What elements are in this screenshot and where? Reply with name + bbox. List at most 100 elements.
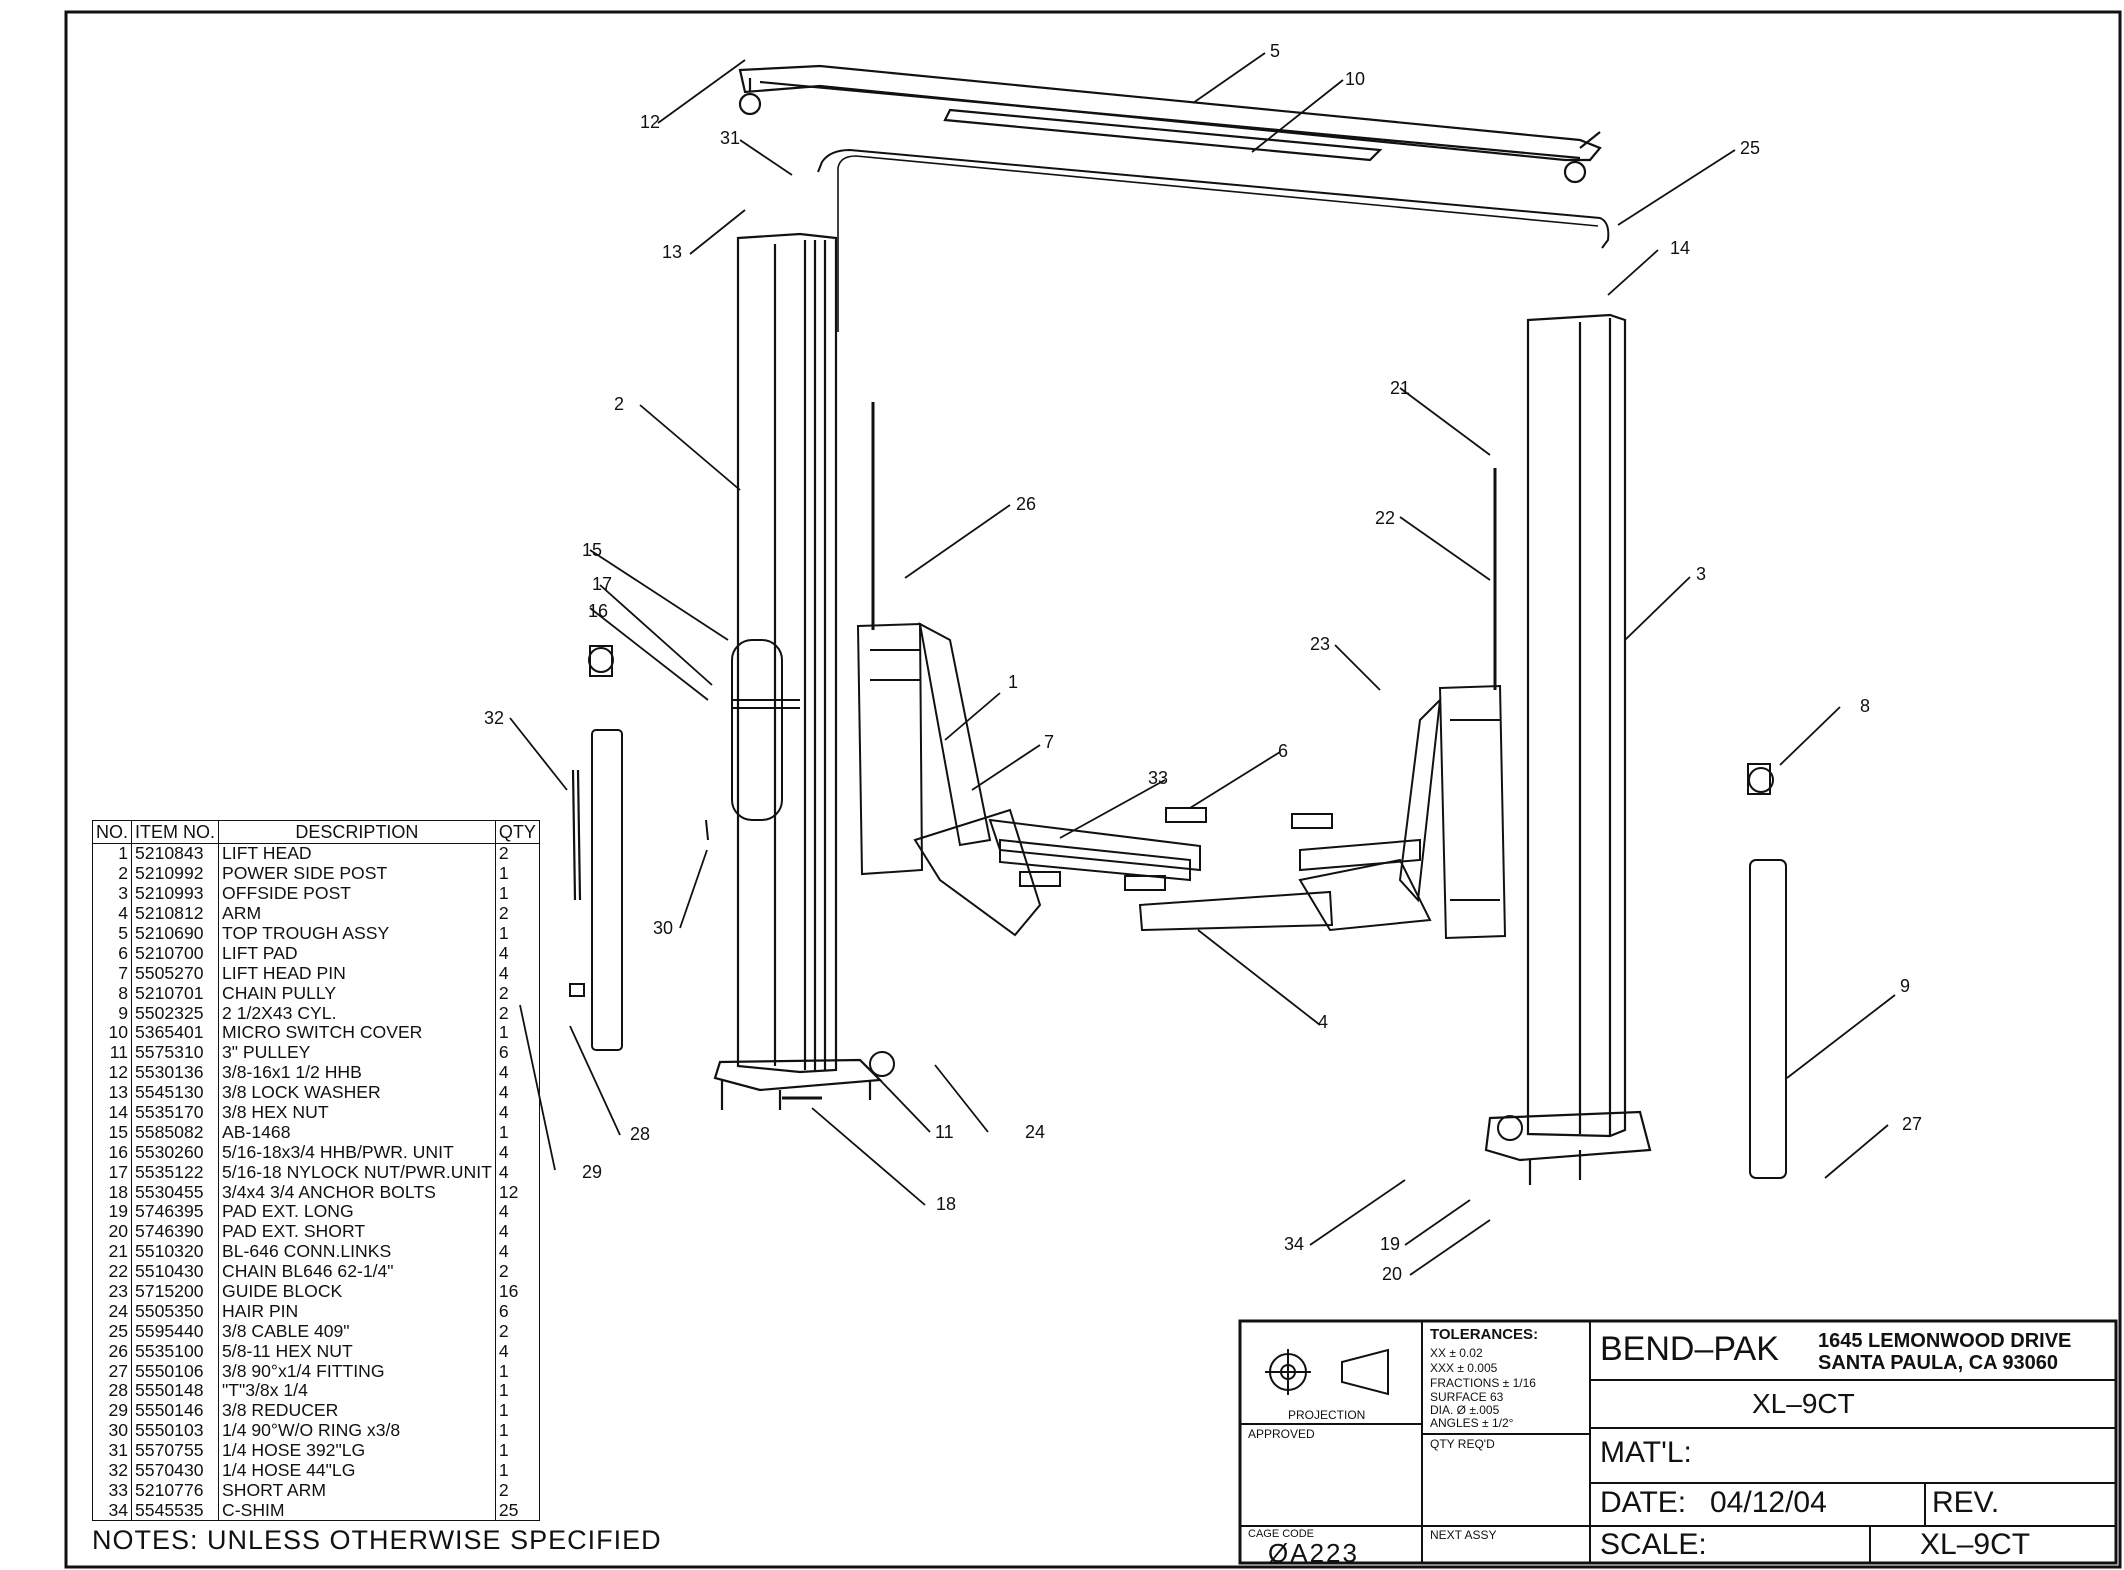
bom-cell-qty: 1 <box>494 1461 540 1481</box>
callout-34: 34 <box>1284 1234 1304 1254</box>
company-address-line1: 1645 LEMONWOOD DRIVE <box>1818 1330 2072 1352</box>
bom-cell-no: 34 <box>91 1500 133 1522</box>
bom-cell-qty: 4 <box>494 1242 540 1262</box>
bom-cell-item: 5746390 <box>131 1222 220 1242</box>
bom-cell-desc: SHORT ARM <box>218 1480 496 1501</box>
power-unit <box>731 639 800 821</box>
bom-cell-desc: TOP TROUGH ASSY <box>218 924 496 944</box>
bom-cell-qty: 1 <box>494 1122 540 1143</box>
bom-cell-qty: 2 <box>494 904 540 924</box>
part-name: XL–9CT <box>1752 1388 1855 1419</box>
bom-cell-qty: 1 <box>494 924 540 944</box>
bom-cell-no: 19 <box>91 1202 133 1222</box>
bom-cell-item: 5550106 <box>131 1361 220 1382</box>
pulley <box>1497 1115 1523 1141</box>
bom-cell-desc: C-SHIM <box>218 1500 496 1522</box>
bom-cell-no: 33 <box>91 1480 133 1501</box>
bom-cell-item: 5530136 <box>131 1063 220 1083</box>
bom-cell-item: 5210776 <box>131 1480 220 1501</box>
bom-cell-no: 23 <box>91 1282 133 1302</box>
bom-cell-desc: BL-646 CONN.LINKS <box>218 1242 496 1262</box>
lift-pad <box>1124 875 1166 891</box>
bom-cell-qty: 6 <box>494 1043 540 1063</box>
bom-cell-qty: 12 <box>494 1182 540 1203</box>
callout-8: 8 <box>1860 696 1870 716</box>
bom-cell-item: 5535170 <box>131 1103 220 1123</box>
overhead-cable <box>817 148 1610 249</box>
callout-6: 6 <box>1278 741 1288 761</box>
callout-numbers: 1 2 3 4 5 6 7 8 9 10 11 12 13 14 15 16 1… <box>484 41 1922 1284</box>
callout-15: 15 <box>582 540 602 560</box>
bom-cell-no: 26 <box>91 1341 133 1362</box>
bom-cell-item: 5715200 <box>131 1282 220 1302</box>
callout-17: 17 <box>592 574 612 594</box>
bom-cell-item: 5502325 <box>131 1003 220 1024</box>
qty-reqd-label: QTY REQ'D <box>1430 1437 1495 1451</box>
bom-cell-no: 5 <box>91 924 133 944</box>
callout-26: 26 <box>1016 494 1036 514</box>
bom-cell-item: 5210700 <box>131 943 220 964</box>
callout-9: 9 <box>1900 976 1910 996</box>
scale-label: SCALE: <box>1600 1528 1707 1561</box>
lift-head-left <box>856 622 992 876</box>
bom-cell-desc: LIFT HEAD PIN <box>218 963 496 984</box>
drawing-border <box>64 10 2122 1569</box>
bom-cell-item: 5210690 <box>131 924 220 944</box>
bom-header-item: ITEM NO. <box>131 820 220 844</box>
callout-29: 29 <box>582 1162 602 1182</box>
bom-cell-no: 17 <box>91 1162 133 1183</box>
bom-cell-qty: 2 <box>494 983 540 1004</box>
bom-cell-no: 22 <box>91 1262 133 1282</box>
bom-cell-item: 5575310 <box>131 1043 220 1063</box>
approved-label: APPROVED <box>1248 1427 1315 1441</box>
lift-pad <box>1019 871 1061 887</box>
bom-cell-qty: 4 <box>494 1083 540 1103</box>
bom-cell-qty: 1 <box>494 1421 540 1441</box>
bom-cell-desc: 1/4 HOSE 44"LG <box>218 1461 496 1481</box>
bom-cell-qty: 1 <box>494 1381 540 1401</box>
bom-cell-no: 6 <box>91 943 133 964</box>
bom-cell-desc: "T"3/8x 1/4 <box>218 1381 496 1401</box>
bom-cell-qty: 25 <box>494 1500 540 1522</box>
title-block <box>1238 1319 2118 1565</box>
callout-2: 2 <box>614 394 624 414</box>
bom-cell-desc: GUIDE BLOCK <box>218 1282 496 1302</box>
bom-cell-desc: LIFT PAD <box>218 943 496 964</box>
bom-cell-desc: 3/8 90°x1/4 FITTING <box>218 1361 496 1382</box>
bom-cell-qty: 4 <box>494 1103 540 1123</box>
bom-cell-item: 5535100 <box>131 1341 220 1362</box>
bom-cell-desc: 1/4 90°W/O RING x3/8 <box>218 1421 496 1441</box>
bom-cell-desc: HAIR PIN <box>218 1301 496 1322</box>
bom-cell-no: 8 <box>91 983 133 1004</box>
callout-24: 24 <box>1025 1122 1045 1142</box>
bom-cell-desc: 3/4x4 3/4 ANCHOR BOLTS <box>218 1182 496 1203</box>
bom-cell-desc: PAD EXT. SHORT <box>218 1222 496 1242</box>
bom-cell-desc: 3/8-16x1 1/2 HHB <box>218 1063 496 1083</box>
cylinder-right <box>1747 763 1787 1179</box>
bom-cell-qty: 4 <box>494 963 540 984</box>
callout-25: 25 <box>1740 138 1760 158</box>
bom-cell-item: 5210992 <box>131 864 220 884</box>
arm-right <box>1138 838 1432 932</box>
bom-cell-no: 13 <box>91 1083 133 1103</box>
callout-14: 14 <box>1670 238 1690 258</box>
bom-cell-no: 1 <box>91 843 133 864</box>
bom-cell-item: 5570755 <box>131 1441 220 1461</box>
bom-cell-item: 5530260 <box>131 1142 220 1163</box>
bom-cell-desc: 3/8 LOCK WASHER <box>218 1083 496 1103</box>
callout-30: 30 <box>653 918 673 938</box>
bom-cell-item: 5585082 <box>131 1122 220 1143</box>
bom-cell-desc: 5/16-18x3/4 HHB/PWR. UNIT <box>218 1142 496 1163</box>
